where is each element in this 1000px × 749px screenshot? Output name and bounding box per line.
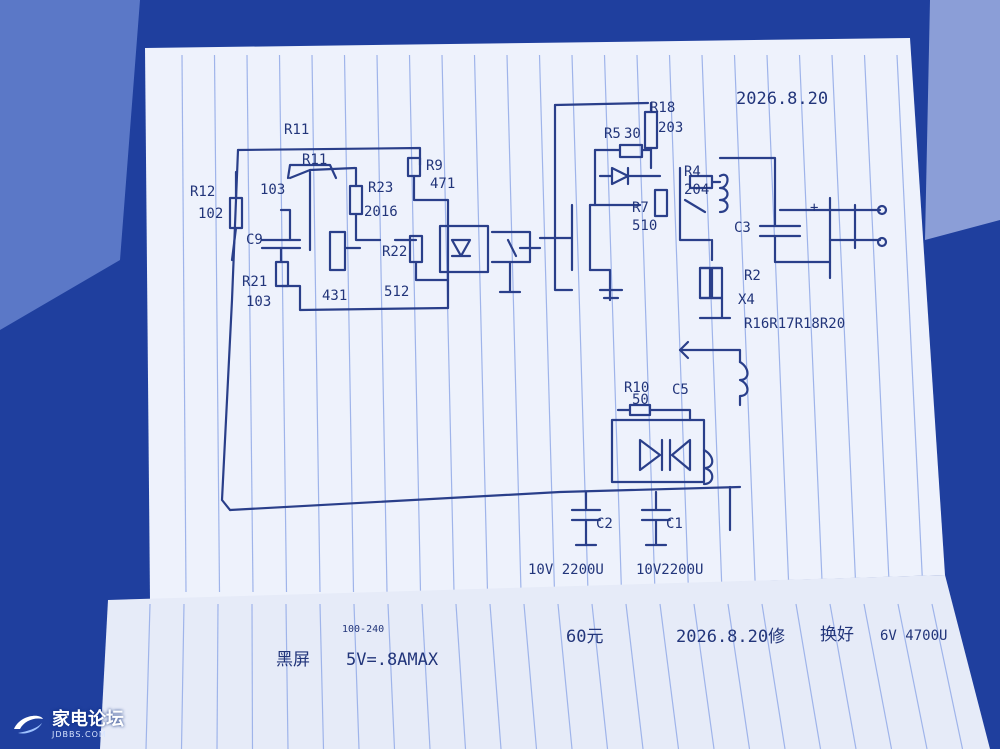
schematic-date: 2026.8.20 xyxy=(736,89,828,109)
label-r9-value: 471 xyxy=(430,176,455,192)
rule-line xyxy=(408,54,422,593)
bottom-note: 100-240 黑屏 5V=.8AMAX 60元 2026.8.20修 换好 6… xyxy=(276,624,947,670)
rule-line xyxy=(523,603,538,749)
rule-line xyxy=(489,603,502,749)
label-r22: R22 xyxy=(382,244,407,260)
label-c2: C2 xyxy=(596,516,613,532)
rule-line xyxy=(213,54,221,593)
label-ic-431: 431 xyxy=(322,288,347,304)
lower-paper-sheet xyxy=(100,575,990,749)
rule-line xyxy=(311,54,321,593)
label-r22-value: 512 xyxy=(384,284,409,300)
rule-line xyxy=(387,603,396,749)
rule-line xyxy=(693,603,715,749)
label-c9: C9 xyxy=(246,232,263,248)
rule-line xyxy=(145,603,151,749)
label-r4-value: 204 xyxy=(684,182,709,198)
rule-line xyxy=(795,603,822,749)
label-plus: + xyxy=(810,200,818,216)
rule-line xyxy=(353,603,360,749)
rule-line xyxy=(831,54,857,593)
label-r5: R5 xyxy=(604,126,621,142)
rule-line xyxy=(538,54,556,593)
label-c1: C1 xyxy=(666,516,683,532)
rule-line xyxy=(455,603,467,749)
rule-line xyxy=(421,603,431,749)
rule-line xyxy=(441,54,455,593)
label-r-top: R11 xyxy=(284,122,309,138)
label-r11: R11 xyxy=(302,152,327,168)
rule-line xyxy=(603,54,623,593)
rule-line xyxy=(896,54,924,593)
label-r7: R7 xyxy=(632,200,649,216)
rule-line xyxy=(625,603,644,749)
rule-line xyxy=(557,603,573,749)
circuit-wiring xyxy=(220,101,888,547)
label-r23-value: 2016 xyxy=(364,204,398,220)
label-r10: R10 xyxy=(624,380,649,396)
note-brand: 黑屏 xyxy=(276,650,310,670)
label-r21: R21 xyxy=(242,274,267,290)
rule-line xyxy=(319,603,325,749)
rule-line xyxy=(668,54,690,593)
upper-paper-sheet xyxy=(145,38,945,600)
rule-line xyxy=(278,54,288,593)
rule-line xyxy=(251,603,254,749)
rule-line xyxy=(506,54,522,593)
rule-line xyxy=(733,54,757,593)
note-spec: 5V=.8AMAX xyxy=(346,650,439,670)
label-r18-value: 203 xyxy=(658,120,683,136)
note-price: 60元 xyxy=(566,627,603,647)
rule-line xyxy=(181,54,187,593)
background-fold-right xyxy=(925,0,1000,240)
rule-line xyxy=(829,603,857,749)
rule-line xyxy=(931,603,964,749)
label-r23: R23 xyxy=(368,180,393,196)
background-fold xyxy=(0,0,140,330)
label-c2-rating: 10V 2200U xyxy=(528,562,604,578)
label-r5-value: 30 xyxy=(624,126,641,142)
rule-line xyxy=(473,54,489,593)
rule-line xyxy=(798,54,824,593)
label-r12: R12 xyxy=(190,184,215,200)
note-date: 2026.8.20修 xyxy=(676,627,785,647)
rule-line xyxy=(761,603,786,749)
rule-line xyxy=(180,603,185,749)
rule-line xyxy=(863,603,893,749)
watermark-sub: JDBBS.COM xyxy=(52,729,107,739)
label-r2: R2 xyxy=(744,268,761,284)
watermark-text: 家电论坛 xyxy=(52,708,124,730)
rule-line xyxy=(727,603,751,749)
label-r12-value: 102 xyxy=(198,206,223,222)
rule-line xyxy=(246,54,254,593)
label-r7-value: 510 xyxy=(632,218,657,234)
label-c3: C3 xyxy=(734,220,751,236)
label-r10-value: 50 xyxy=(632,392,649,408)
note-voltage-range: 100-240 xyxy=(342,624,384,635)
label-c5: C5 xyxy=(672,382,689,398)
label-r21-value: 103 xyxy=(246,294,271,310)
rule-line xyxy=(285,603,289,749)
rule-line xyxy=(216,603,219,749)
rule-line xyxy=(659,603,680,749)
label-r18: R18 xyxy=(650,100,675,116)
label-r9: R9 xyxy=(426,158,443,174)
rule-line xyxy=(591,603,609,749)
rule-line xyxy=(897,603,928,749)
label-r4: R4 xyxy=(684,164,701,180)
label-r2-count: X4 xyxy=(738,292,755,308)
schematic-labels: R11 R11 R12 102 103 R23 2016 R9 471 C9 R… xyxy=(190,89,845,578)
rule-line xyxy=(766,54,790,593)
label-r-group: R16R17R18R20 xyxy=(744,316,845,332)
note-extra-chars: 换好 xyxy=(820,625,854,645)
watermark-logo: 家电论坛 JDBBS.COM xyxy=(10,704,124,744)
rule-line xyxy=(701,54,723,593)
rule-line xyxy=(863,54,891,593)
label-c1-rating: 10V2200U xyxy=(636,562,703,578)
swirl-logo-icon xyxy=(14,715,43,734)
label-r11-value: 103 xyxy=(260,182,285,198)
note-extra-cap: 6V 4700U xyxy=(880,628,947,644)
